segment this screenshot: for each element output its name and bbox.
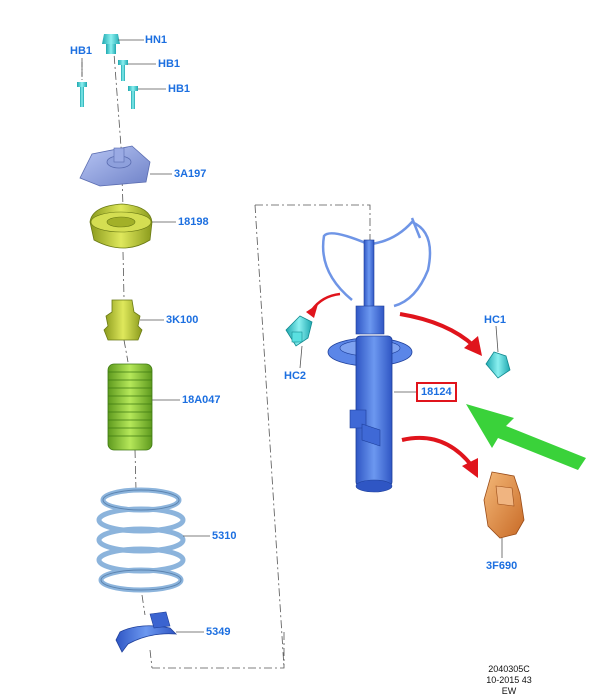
dust-boot xyxy=(107,363,180,451)
callout-hc1: HC1 xyxy=(484,314,507,326)
assembly-axis-line xyxy=(112,39,371,669)
callout-5349: 5349 xyxy=(206,626,231,638)
footer-line-3: EW xyxy=(501,686,517,696)
strut-assembly xyxy=(321,217,432,493)
green-highlight-arrow xyxy=(466,404,586,470)
red-arrow-to-hc2 xyxy=(306,292,341,318)
callout-hn1: HN1 xyxy=(145,34,168,46)
strut-bearing xyxy=(89,203,176,249)
footer-line-2: 10-2015 43 xyxy=(486,675,532,685)
callout-18124-highlighted: 18124 xyxy=(416,382,457,402)
callout-hb1-left: HB1 xyxy=(70,45,93,57)
red-arrow-to-hc1 xyxy=(399,312,482,356)
callout-18198: 18198 xyxy=(178,216,209,228)
callout-3f690: 3F690 xyxy=(486,560,518,572)
callout-hb1-mid: HB1 xyxy=(158,58,181,70)
clip-hc1 xyxy=(485,325,511,379)
callout-3a197: 3A197 xyxy=(174,168,207,180)
callout-18a047: 18A047 xyxy=(182,394,221,406)
bolt-mid xyxy=(118,60,128,81)
bump-stop xyxy=(103,299,164,341)
bracket-3f690 xyxy=(483,471,525,558)
spring-seat xyxy=(115,611,204,653)
top-mount xyxy=(79,145,172,187)
bolt-right xyxy=(128,86,138,109)
callout-hb1-right: HB1 xyxy=(168,83,191,95)
footer-reference: 2040305C 10-2015 43 EW xyxy=(474,664,544,697)
nut-hn1 xyxy=(102,34,120,54)
footer-line-1: 2040305C xyxy=(488,664,530,674)
clip-hc2 xyxy=(285,315,313,369)
callout-3k100: 3K100 xyxy=(166,314,199,326)
callout-5310: 5310 xyxy=(212,530,237,542)
callout-hc2: HC2 xyxy=(284,370,307,382)
coil-spring xyxy=(96,487,186,593)
red-arrow-to-bracket xyxy=(401,435,478,478)
